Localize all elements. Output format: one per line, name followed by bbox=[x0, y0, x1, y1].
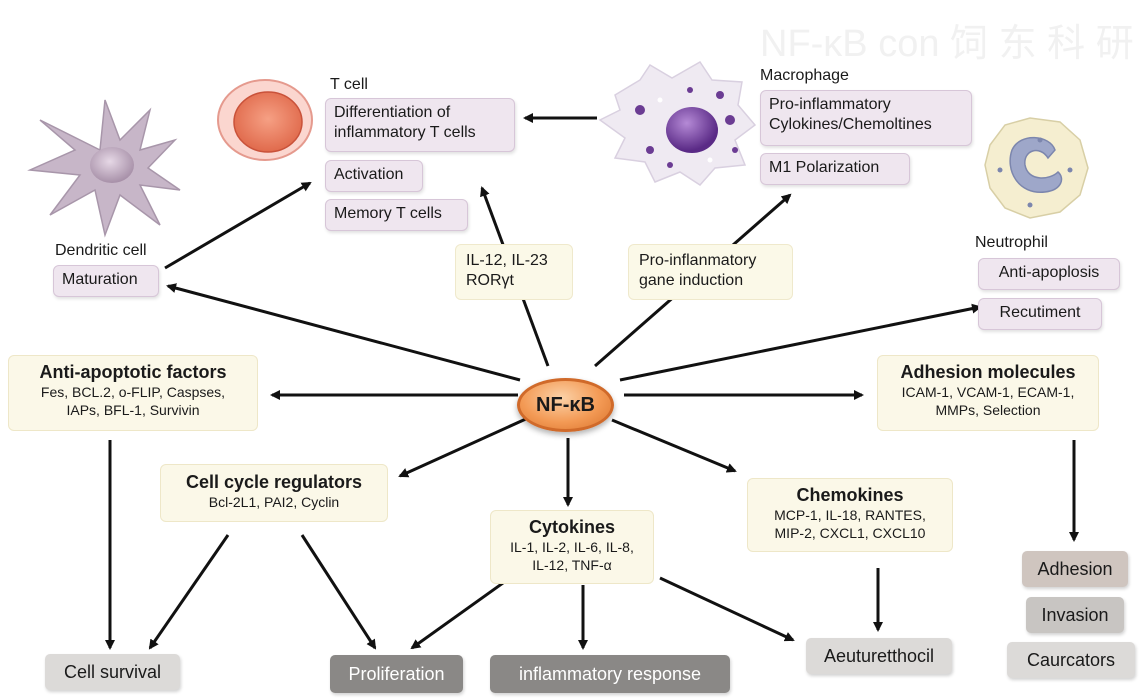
recutiment-box: Recutiment bbox=[978, 298, 1102, 330]
cytokines-line2: IL-12, TNF-α bbox=[532, 557, 612, 574]
t-cell-title: T cell bbox=[330, 76, 368, 93]
tcell-memory-label: Memory T cells bbox=[334, 205, 442, 222]
chemokines-box: Chemokines MCP-1, IL-18, RANTES, MIP-2, … bbox=[747, 478, 953, 552]
il12-line1: IL-12, IL-23 bbox=[466, 252, 548, 269]
chemokines-line2: MIP-2, CXCL1, CXCL10 bbox=[774, 525, 926, 542]
t-cell-icon bbox=[217, 79, 313, 161]
arrow-cytokines-to-proliferation bbox=[410, 576, 511, 650]
macrophage-icon bbox=[598, 61, 757, 186]
anti-apoptotic-line1: Fes, BCL.2, o-FLIP, Caspses, bbox=[40, 384, 226, 400]
pro-inflammatory-line2: gane induction bbox=[639, 272, 744, 289]
recutiment-label: Recutiment bbox=[999, 304, 1081, 321]
cytokines-line1: IL-1, IL-2, IL-6, IL-8, bbox=[510, 539, 634, 555]
arrow-to-chemokines bbox=[611, 418, 737, 473]
aeuturetthocil-box: Aeuturetthocil bbox=[806, 638, 952, 674]
anti-apoplosis-label: Anti-apoplosis bbox=[998, 264, 1100, 281]
anti-apoplosis-box: Anti-apoplosis bbox=[978, 258, 1120, 290]
macrophage-title: Macrophage bbox=[760, 67, 849, 84]
arrow-to-neutrophil bbox=[619, 303, 982, 382]
inflammatory-response-box: inflammatory response bbox=[490, 655, 730, 693]
nfkb-node: NF-κB bbox=[517, 378, 614, 432]
cytokines-title: Cytokines bbox=[528, 517, 616, 537]
chemokines-title: Chemokines bbox=[796, 485, 904, 505]
cytokines-box: Cytokines IL-1, IL-2, IL-6, IL-8, IL-12,… bbox=[490, 510, 654, 584]
anti-apoptotic-title: Anti-apoptotic factors bbox=[39, 362, 227, 382]
m1-polarization-label: M1 Polarization bbox=[769, 159, 880, 176]
arrow-dc-to-tcell bbox=[164, 181, 312, 270]
m1-polarization-box: M1 Polarization bbox=[760, 153, 910, 185]
tcell-memory-box: Memory T cells bbox=[325, 199, 468, 231]
pro-inflammatory-line1: Pro-inflanmatory bbox=[639, 252, 757, 269]
arrow-cycle-to-proliferation bbox=[300, 534, 377, 650]
chemokines-line1: MCP-1, IL-18, RANTES, bbox=[774, 507, 926, 523]
arrow-to-dendritic bbox=[166, 283, 521, 382]
maturation-label: Maturation bbox=[62, 271, 138, 288]
neutrophil-icon bbox=[984, 117, 1089, 219]
proliferation-box: Proliferation bbox=[330, 655, 463, 693]
cell-survival-label: Cell survival bbox=[63, 661, 162, 682]
arrow-to-cell-cycle bbox=[398, 416, 529, 478]
adhesion-molecules-box: Adhesion molecules ICAM-1, VCAM-1, ECAM-… bbox=[877, 355, 1099, 431]
cell-cycle-line1: Bcl-2L1, PAI2, Cyclin bbox=[208, 494, 340, 510]
il12-box: IL-12, IL-23 RORγt bbox=[455, 244, 573, 300]
tcell-activation-label: Activation bbox=[334, 166, 404, 183]
tcell-differentiation-box: Differentiation of inflammatory T cells bbox=[325, 98, 515, 152]
adhesion-outcome-label: Adhesion bbox=[1037, 558, 1113, 579]
dendritic-cell-title: Dendritic cell bbox=[55, 242, 147, 259]
anti-apoptotic-line2: IAPs, BFL-1, Survivin bbox=[66, 402, 200, 419]
caurcators-box: Caurcators bbox=[1007, 642, 1135, 678]
neutrophil-title: Neutrophil bbox=[975, 234, 1048, 251]
adhesion-outcome-box: Adhesion bbox=[1022, 551, 1128, 587]
cell-survival-box: Cell survival bbox=[45, 654, 180, 690]
macrophage-cytokines-box: Pro-inflammatory Cylokines/Chemoltines bbox=[760, 90, 972, 146]
anti-apoptotic-box: Anti-apoptotic factors Fes, BCL.2, o-FLI… bbox=[8, 355, 258, 431]
dendritic-cell-icon bbox=[27, 99, 181, 238]
pro-inflammatory-gene-box: Pro-inflanmatory gane induction bbox=[628, 244, 793, 300]
cell-cycle-title: Cell cycle regulators bbox=[185, 472, 363, 492]
arrows bbox=[105, 113, 1079, 650]
adhesion-molecules-line1: ICAM-1, VCAM-1, ECAM-1, bbox=[901, 384, 1075, 400]
watermark: NF-κB con 饲 东 科 研 bbox=[760, 23, 1134, 65]
il12-line2: RORγt bbox=[466, 272, 514, 289]
aeuturetthocil-label: Aeuturetthocil bbox=[823, 645, 935, 666]
arrow-cycle-to-survival bbox=[148, 534, 230, 650]
adhesion-molecules-title: Adhesion molecules bbox=[900, 362, 1076, 382]
tcell-differentiation-label: Differentiation of inflammatory T cells bbox=[334, 104, 476, 141]
invasion-box: Invasion bbox=[1026, 597, 1124, 633]
arrow-cytokines-to-aeutur bbox=[659, 576, 795, 642]
tcell-activation-box: Activation bbox=[325, 160, 423, 192]
cell-cycle-box: Cell cycle regulators Bcl-2L1, PAI2, Cyc… bbox=[160, 464, 388, 522]
maturation-box: Maturation bbox=[53, 265, 159, 297]
caurcators-label: Caurcators bbox=[1026, 649, 1116, 670]
adhesion-molecules-line2: MMPs, Selection bbox=[935, 402, 1041, 419]
invasion-label: Invasion bbox=[1041, 604, 1109, 625]
inflammatory-response-label: inflammatory response bbox=[518, 663, 702, 684]
proliferation-label: Proliferation bbox=[348, 663, 445, 684]
macrophage-cytokines-label: Pro-inflammatory Cylokines/Chemoltines bbox=[769, 96, 932, 133]
